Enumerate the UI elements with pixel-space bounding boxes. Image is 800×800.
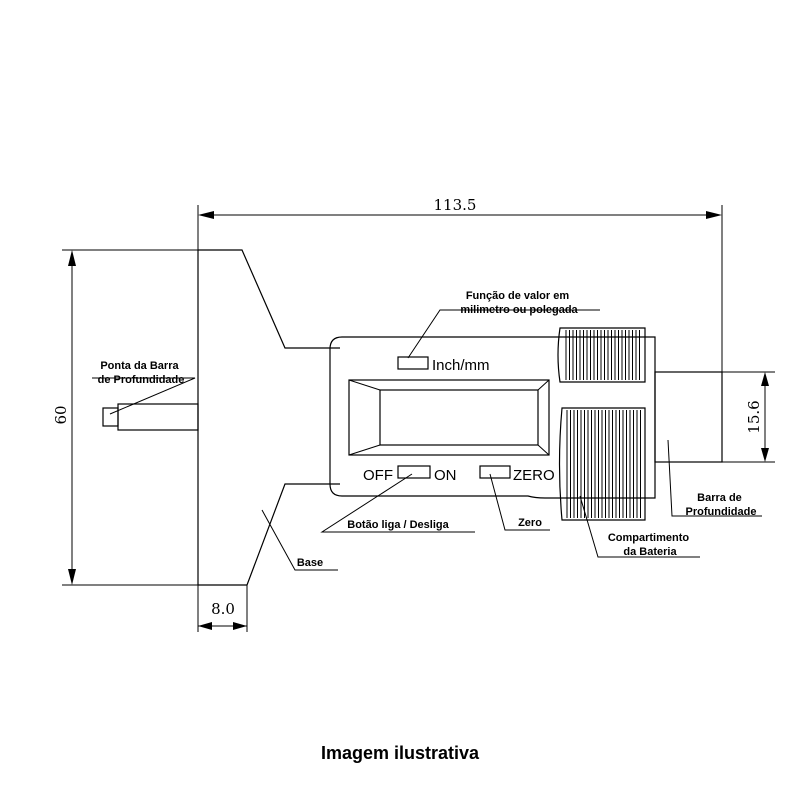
gauge-body: [329, 336, 656, 499]
zero-label: ZERO: [513, 467, 555, 484]
dimension-height: 60: [52, 249, 240, 586]
zero-button[interactable]: [479, 465, 511, 479]
depth-bar-tip: [102, 403, 199, 431]
dimension-base-width: 8.0: [197, 585, 248, 632]
power-button-callout: Botão liga / Desliga: [347, 519, 449, 531]
power-button[interactable]: [397, 465, 431, 479]
dimension-base-width-value: 8.0: [211, 600, 235, 618]
upper-knurled-grip: [557, 327, 646, 383]
lcd-display: [348, 379, 550, 456]
dimension-length-value: 113.5: [434, 196, 477, 214]
depth-bar: [654, 371, 723, 463]
on-label: ON: [434, 467, 457, 484]
dimension-bar-diameter-value: 15.6: [745, 400, 763, 433]
leader-lines: [92, 309, 762, 571]
dimension-length: 113.5: [197, 196, 723, 372]
zero-callout: Zero: [518, 517, 542, 529]
battery-callout: Compartimento da Bateria: [608, 532, 692, 558]
tip-label: Ponta da Barra de Profundidade: [98, 360, 185, 386]
caption: Imagem ilustrativa: [321, 743, 480, 763]
dimension-height-value: 60: [52, 405, 70, 424]
base-outline: [197, 249, 340, 586]
unit-function-label: Função de valor em milimetro ou polegada: [460, 290, 578, 316]
base-callout: Base: [297, 557, 323, 569]
bar-callout: Barra de Profundidade: [686, 492, 757, 518]
unit-button-label: Inch/mm: [432, 357, 490, 374]
unit-button[interactable]: [397, 356, 429, 370]
off-label: OFF: [363, 467, 393, 484]
battery-compartment-grip: [558, 407, 646, 521]
dimension-bar-diameter: 15.6: [720, 371, 775, 463]
